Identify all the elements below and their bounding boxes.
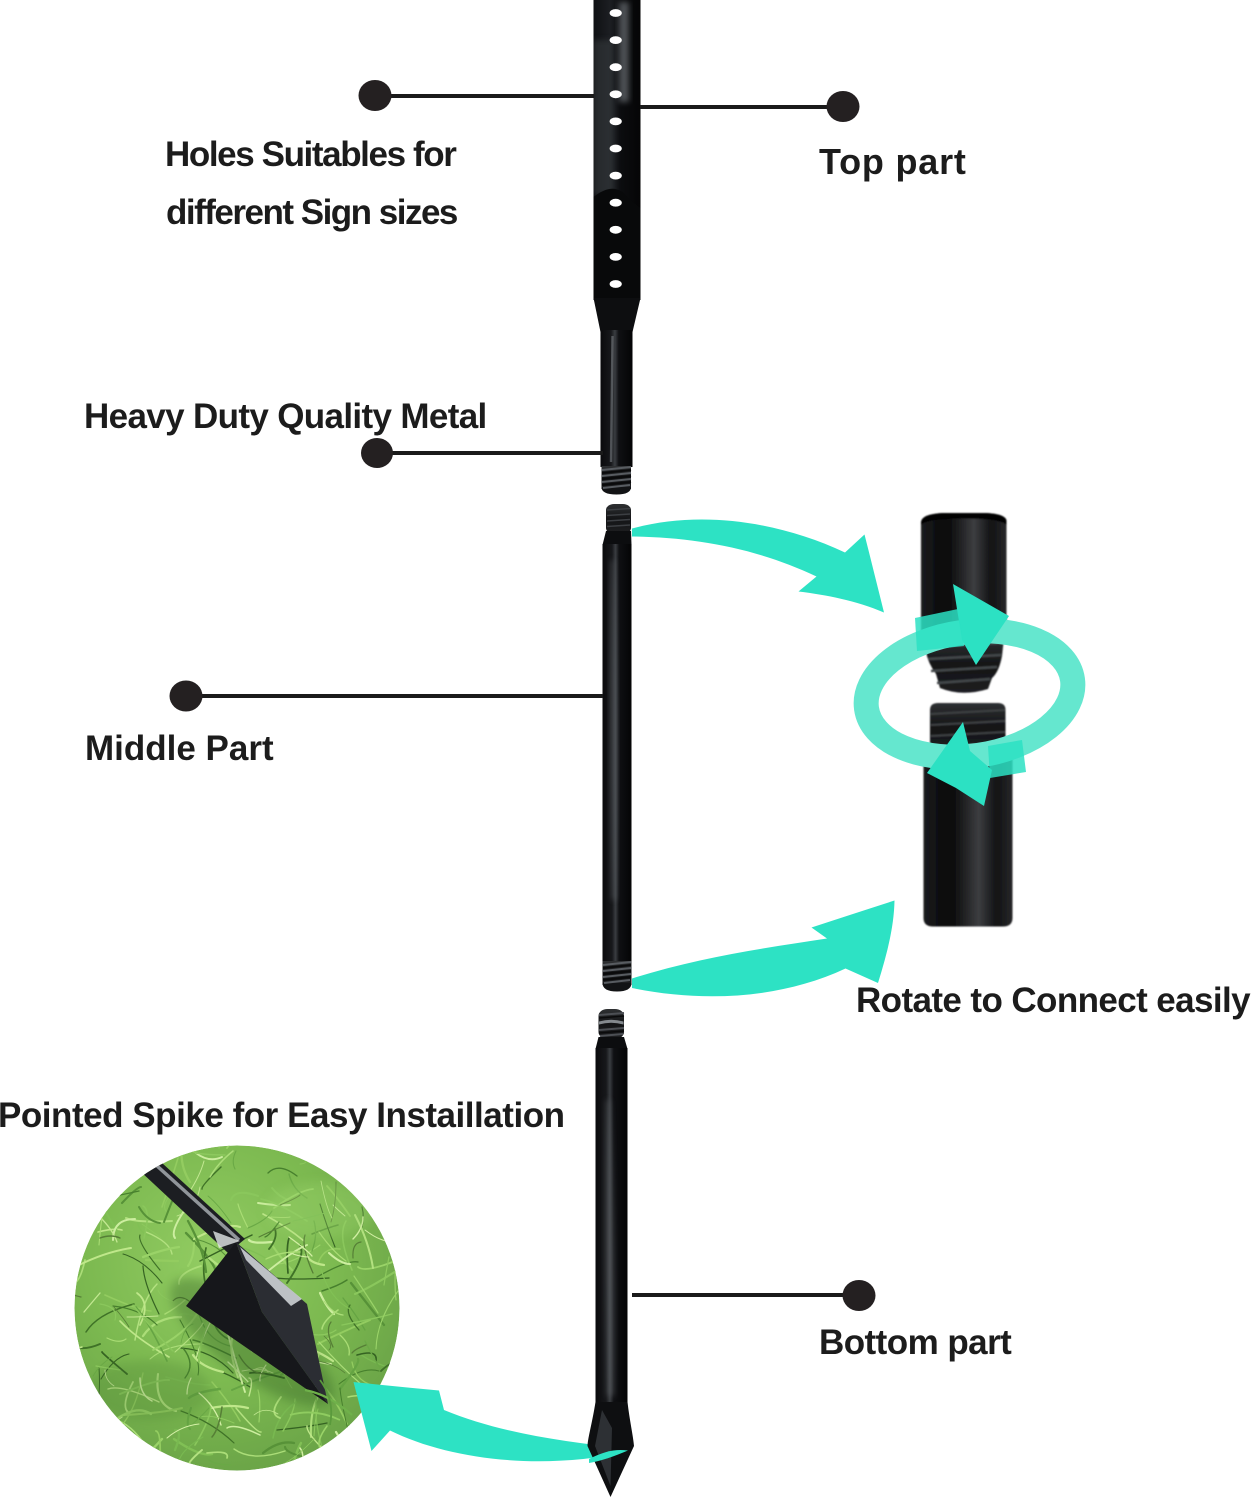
svg-text:Pointed Spike for Easy Instail: Pointed Spike for Easy Instaillation — [0, 1096, 565, 1135]
svg-text:Top part: Top part — [819, 141, 967, 182]
svg-text:Rotate to Connect easily: Rotate to Connect easily — [856, 981, 1251, 1020]
svg-text:Holes Suitables for: Holes Suitables for — [165, 135, 457, 174]
svg-text:different Sign sizes: different Sign sizes — [166, 193, 458, 232]
svg-text:Bottom part: Bottom part — [819, 1323, 1012, 1362]
svg-text:Heavy Duty Quality Metal: Heavy Duty Quality Metal — [84, 397, 487, 436]
svg-text:Middle Part: Middle Part — [85, 729, 274, 768]
